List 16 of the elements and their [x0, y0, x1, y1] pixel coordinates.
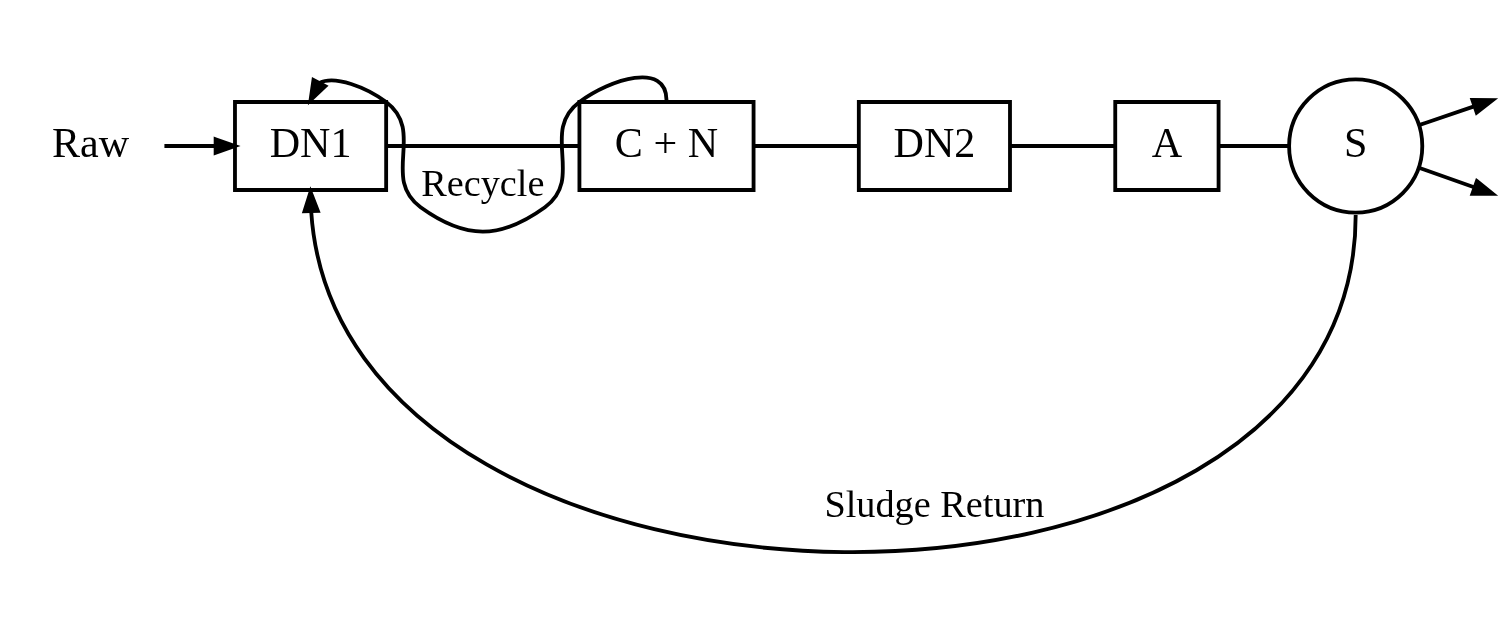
node-box: DN1 — [233, 99, 389, 192]
arrow — [301, 185, 1358, 554]
connector — [1218, 143, 1290, 148]
connector — [386, 143, 580, 148]
node-circle: S — [1287, 77, 1425, 214]
node-box: A — [1113, 99, 1221, 192]
arrow — [164, 136, 241, 155]
arrow — [1418, 97, 1499, 127]
node-box: DN2 — [856, 99, 1012, 192]
arrow — [1418, 165, 1499, 196]
edge-label: Recycle — [421, 161, 545, 204]
node-box: C + N — [577, 99, 756, 192]
connector — [754, 143, 859, 148]
node-text: Raw — [51, 118, 130, 166]
edge-label: Sludge Return — [824, 482, 1045, 525]
connector — [1010, 143, 1115, 148]
